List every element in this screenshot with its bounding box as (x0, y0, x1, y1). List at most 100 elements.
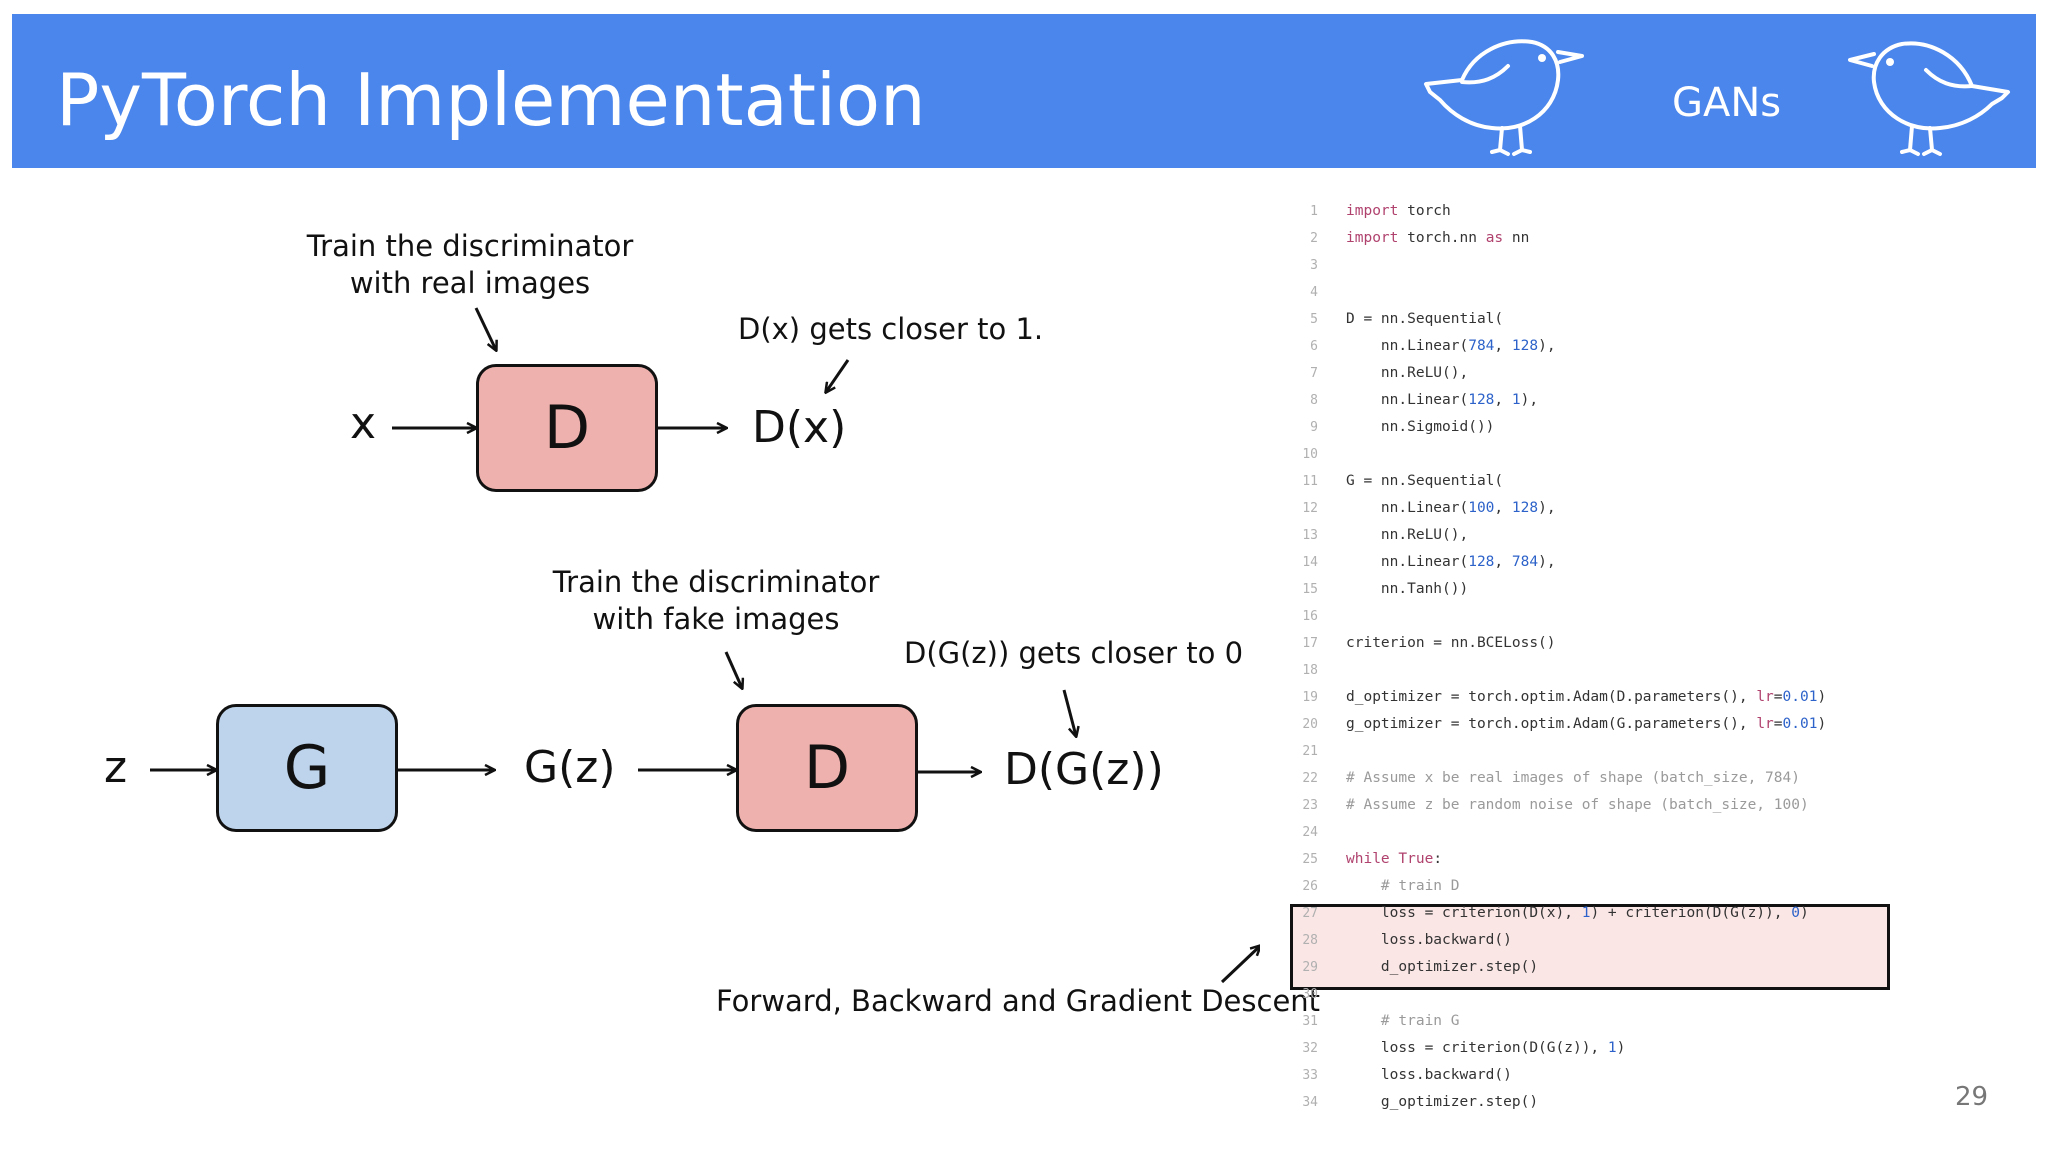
line-number: 16 (1302, 609, 1318, 624)
code-line: 6 nn.Linear(784, 128), (1280, 333, 1556, 360)
code-text: G = nn.Sequential( (1346, 473, 1504, 489)
code-line: 28 loss.backward() (1280, 927, 1512, 954)
code-text: while True: (1346, 851, 1443, 867)
arrow-to-code (1220, 946, 1260, 984)
code-line: 32 loss = criterion(D(G(z)), 1) (1280, 1035, 1625, 1062)
line-number: 17 (1302, 636, 1318, 651)
bottom-caption: Train the discriminator with fake images (546, 564, 886, 638)
bottom-note: D(G(z)) gets closer to 0 (904, 636, 1244, 670)
footer-caption: Forward, Backward and Gradient Descent (716, 984, 1321, 1018)
code-line: 7 nn.ReLU(), (1280, 360, 1468, 387)
code-text: nn.Linear(784, 128), (1346, 338, 1556, 354)
code-line: 16 (1280, 603, 1346, 630)
bird-left-icon (1422, 22, 1592, 172)
line-number: 3 (1310, 258, 1318, 273)
arrow-top-note (826, 359, 850, 392)
code-line: 8 nn.Linear(128, 1), (1280, 387, 1538, 414)
top-caption: Train the discriminator with real images (300, 228, 640, 302)
code-line: 17 criterion = nn.BCELoss() (1280, 630, 1556, 657)
line-number: 31 (1302, 1014, 1318, 1029)
code-text: d_optimizer = torch.optim.Adam(D.paramet… (1346, 689, 1827, 705)
code-line: 27 loss = criterion(D(x), 1) + criterion… (1280, 900, 1809, 927)
discriminator-box-top: D (476, 364, 658, 492)
code-text: # train G (1346, 1013, 1460, 1029)
line-number: 22 (1302, 771, 1318, 786)
code-line: 19 d_optimizer = torch.optim.Adam(D.param… (1280, 684, 1826, 711)
bottom-caption-line1: Train the discriminator (552, 565, 880, 599)
line-number: 15 (1302, 582, 1318, 597)
discriminator-box-bottom: D (736, 704, 918, 832)
line-number: 2 (1310, 231, 1318, 246)
line-number: 29 (1302, 960, 1318, 975)
line-number: 19 (1302, 690, 1318, 705)
code-text: nn.Sigmoid()) (1346, 419, 1495, 435)
line-number: 26 (1302, 879, 1318, 894)
line-number: 20 (1302, 717, 1318, 732)
gan-diagram: Train the discriminator with real images… (104, 228, 1320, 1018)
code-line: 26 # train D (1280, 873, 1460, 900)
code-line: 12 nn.Linear(100, 128), (1280, 495, 1556, 522)
code-text: loss = criterion(D(G(z)), 1) (1346, 1040, 1626, 1056)
line-number: 25 (1302, 852, 1318, 867)
code-line: 18 (1280, 657, 1346, 684)
generator-label: G (283, 733, 331, 803)
code-line: 13 nn.ReLU(), (1280, 522, 1468, 549)
line-number: 28 (1302, 933, 1318, 948)
bottom-caption-line2: with fake images (592, 602, 840, 636)
line-number: 6 (1310, 339, 1318, 354)
title-bar: PyTorch Implementation GANs (12, 14, 2036, 168)
code-line: 33 loss.backward() (1280, 1062, 1512, 1089)
line-number: 10 (1302, 447, 1318, 462)
code-text: g_optimizer = torch.optim.Adam(G.paramet… (1346, 716, 1827, 732)
code-text: loss = criterion(D(x), 1) + criterion(D(… (1346, 905, 1809, 921)
line-number: 24 (1302, 825, 1318, 840)
line-number: 9 (1310, 420, 1318, 435)
code-text: # train D (1346, 878, 1460, 894)
code-text: nn.Linear(128, 784), (1346, 554, 1556, 570)
slide-title: PyTorch Implementation (56, 58, 926, 142)
discriminator-label-bottom: D (803, 733, 851, 803)
page-number: 29 (1955, 1082, 1989, 1112)
code-text: nn.Linear(100, 128), (1346, 500, 1556, 516)
top-caption-line1: Train the discriminator (306, 229, 634, 263)
code-line: 29 d_optimizer.step() (1280, 954, 1538, 981)
line-number: 32 (1302, 1041, 1318, 1056)
x-label: x (350, 398, 377, 449)
code-text: # Assume x be real images of shape (batc… (1346, 770, 1800, 786)
code-line: 9 nn.Sigmoid()) (1280, 414, 1494, 441)
top-caption-line2: with real images (349, 266, 591, 300)
code-text: D = nn.Sequential( (1346, 311, 1504, 327)
top-note: D(x) gets closer to 1. (738, 312, 1044, 346)
arrow-bottom-note (1062, 689, 1076, 736)
line-number: 33 (1302, 1068, 1318, 1083)
code-line: 25 while True: (1280, 846, 1442, 873)
line-number: 4 (1310, 285, 1318, 300)
line-number: 18 (1302, 663, 1318, 678)
code-text: nn.ReLU(), (1346, 527, 1469, 543)
code-text: nn.ReLU(), (1346, 365, 1469, 381)
gz-label: G(z) (524, 742, 616, 793)
dgz-label: D(G(z)) (1004, 744, 1164, 795)
code-text: nn.Tanh()) (1346, 581, 1469, 597)
code-text: criterion = nn.BCELoss() (1346, 635, 1556, 651)
code-text: import torch (1346, 203, 1451, 219)
discriminator-label-top: D (543, 393, 591, 463)
line-number: 30 (1302, 987, 1318, 1002)
code-line: 34 g_optimizer.step() (1280, 1089, 1538, 1116)
code-text: g_optimizer.step() (1346, 1094, 1539, 1110)
code-line: 24 (1280, 819, 1346, 846)
generator-box: G (216, 704, 398, 832)
arrow-bottom-caption (724, 651, 742, 688)
highlight-train-d (1290, 904, 1890, 990)
code-line: 20 g_optimizer = torch.optim.Adam(G.param… (1280, 711, 1826, 738)
code-line: 30 (1280, 981, 1346, 1008)
code-text: nn.Linear(128, 1), (1346, 392, 1539, 408)
topic-label: GANs (1672, 80, 1782, 126)
line-number: 14 (1302, 555, 1318, 570)
code-line: 3 (1280, 252, 1346, 279)
code-text: loss.backward() (1346, 932, 1512, 948)
code-text: d_optimizer.step() (1346, 959, 1539, 975)
